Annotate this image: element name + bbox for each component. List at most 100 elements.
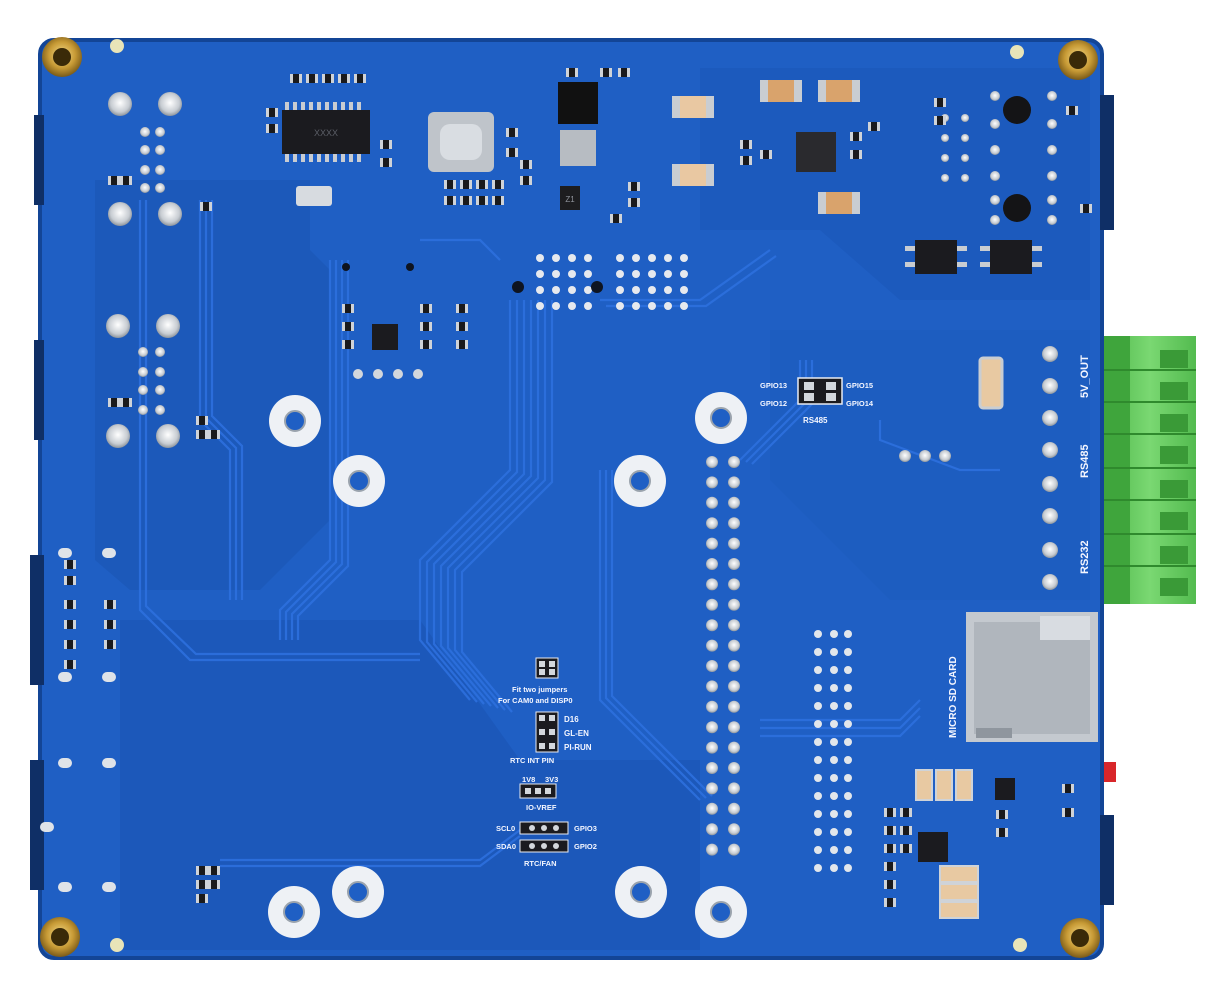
smd-part-pad — [485, 180, 488, 189]
smd-part-pad — [429, 304, 432, 313]
smd-part-pad — [275, 124, 278, 133]
smd-part-pad — [444, 196, 447, 205]
header-pin — [728, 782, 740, 795]
via — [814, 738, 822, 746]
smd-part-pad — [290, 74, 293, 83]
via — [830, 702, 838, 710]
smd-part — [850, 150, 862, 159]
header-pin — [728, 741, 740, 754]
smd-part-pad — [117, 176, 120, 185]
smd-part-pad — [104, 640, 107, 649]
smd-part-pad — [893, 862, 896, 871]
smd-part-pad — [342, 322, 345, 331]
via — [844, 666, 852, 674]
smd-part — [460, 180, 472, 189]
smd-part-pad — [506, 148, 509, 157]
smd-part — [444, 180, 456, 189]
header-pin — [728, 496, 740, 509]
smd-part — [322, 74, 334, 83]
smd-part-pad — [205, 894, 208, 903]
pcb-edge-shade — [38, 38, 1104, 960]
center-connector-vias — [512, 254, 688, 310]
label-rs232: RS232 — [1079, 540, 1091, 574]
via — [830, 792, 838, 800]
smd-part — [868, 122, 880, 131]
label-gpio2: GPIO2 — [574, 842, 597, 851]
smd-part — [104, 620, 116, 629]
via — [830, 666, 838, 674]
smd-part-pad — [120, 398, 123, 407]
label-micro-sd-card: MICRO SD CARD — [948, 656, 959, 738]
label-3v3: 3V3 — [545, 775, 558, 784]
smd-part-pad — [637, 182, 640, 191]
smd-part-pad — [315, 74, 318, 83]
smd-part — [266, 124, 278, 133]
smd-part-pad — [429, 340, 432, 349]
header-pin — [728, 639, 740, 652]
fiducial-marks — [110, 39, 1027, 952]
smd-part-pad — [529, 160, 532, 169]
smd-part-pad — [64, 560, 67, 569]
smd-part-pad — [520, 176, 523, 185]
smd-part — [200, 202, 212, 211]
left-connector-shadow-2 — [34, 340, 44, 440]
label-gpio13: GPIO13 — [760, 381, 787, 390]
smd-part — [120, 176, 132, 185]
mounting-holes-gold — [40, 37, 1100, 958]
right-top-vias — [941, 91, 1057, 225]
smd-part-pad — [469, 196, 472, 205]
smd-part-pad — [465, 322, 468, 331]
smd-part-pad — [456, 322, 459, 331]
smd-part-pad — [996, 810, 999, 819]
smd-part-pad — [1062, 784, 1065, 793]
smd-part-pad — [909, 826, 912, 835]
header-pin — [706, 639, 718, 652]
via — [814, 792, 822, 800]
via — [814, 684, 822, 692]
smd-part-pad — [501, 180, 504, 189]
left-pad-cluster-mid — [106, 314, 180, 448]
label-d16: D16 — [564, 715, 579, 724]
smd-part-pad — [850, 150, 853, 159]
smd-part — [520, 176, 532, 185]
smd-part-pad — [205, 416, 208, 425]
smd-part-pad — [740, 140, 743, 149]
smd-part-pad — [354, 74, 357, 83]
smd-part-pad — [209, 202, 212, 211]
smd-part-pad — [129, 176, 132, 185]
smd-part — [934, 98, 946, 107]
ic-usb-hub: XXXX — [282, 102, 370, 162]
via — [830, 648, 838, 656]
label-gpio3: GPIO3 — [574, 824, 597, 833]
smd-part — [420, 322, 432, 331]
caps-bottom-right — [915, 769, 979, 919]
smd-part — [64, 560, 76, 569]
fuse — [978, 356, 1004, 410]
smd-part-pad — [996, 828, 999, 837]
smd-part — [420, 304, 432, 313]
smd-part-pad — [1062, 808, 1065, 817]
smd-part-pad — [338, 74, 341, 83]
smd-part-pad — [868, 122, 871, 131]
smd-part-pad — [64, 620, 67, 629]
label-rtc-int-pin: RTC INT PIN — [510, 756, 554, 765]
smd-part-pad — [1089, 204, 1092, 213]
smd-part-pad — [380, 140, 383, 149]
smd-part — [740, 140, 752, 149]
label-fit-two-jumpers: Fit two jumpers — [512, 685, 567, 694]
via — [830, 630, 838, 638]
smd-part-pad — [492, 180, 495, 189]
ic-bottom-right — [918, 762, 1116, 862]
smd-part-pad — [456, 304, 459, 313]
smd-part-pad — [351, 304, 354, 313]
smd-part — [460, 196, 472, 205]
smd-part-pad — [217, 880, 220, 889]
label-for-cam0-disp0: For CAM0 and DISP0 — [498, 696, 573, 705]
smd-part — [934, 116, 946, 125]
smd-part-pad — [64, 576, 67, 585]
ic-center-left — [342, 263, 423, 379]
header-pin — [728, 700, 740, 713]
smd-part-pad — [104, 600, 107, 609]
smd-part-pad — [575, 68, 578, 77]
